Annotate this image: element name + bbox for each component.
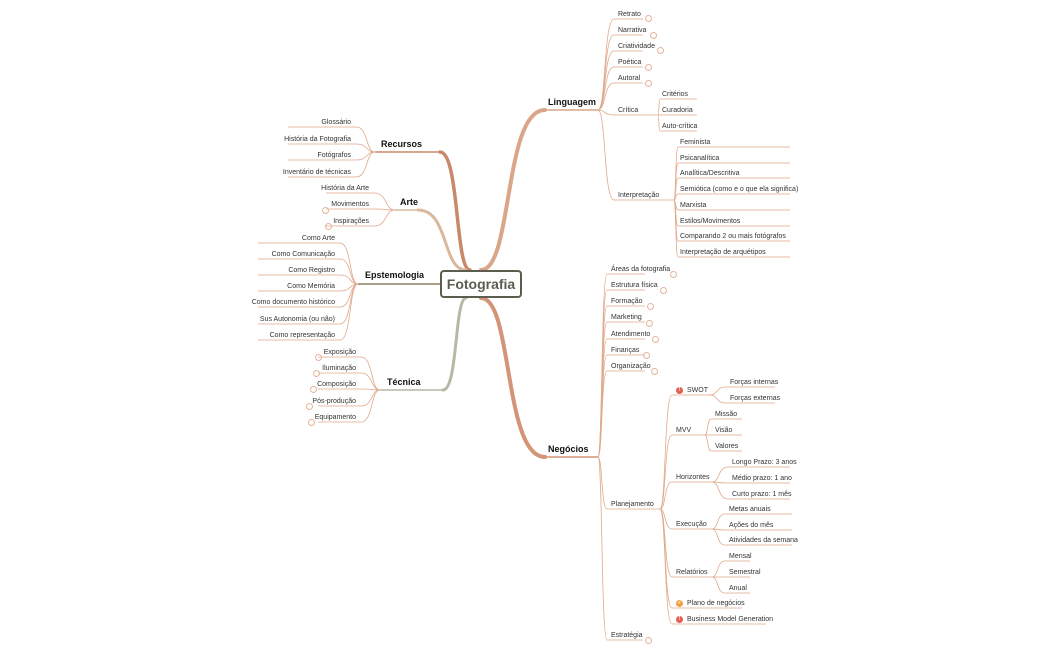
collapsed-counter-icon[interactable]: [322, 207, 329, 214]
node-fotografos[interactable]: Fotógrafos: [317, 152, 351, 159]
node-atividades-semana[interactable]: Atividades da semana: [729, 537, 798, 544]
node-areas[interactable]: Áreas da fotografia: [611, 266, 671, 273]
priority-marker-icon: !: [676, 616, 683, 623]
collapsed-counter-icon[interactable]: [670, 271, 677, 278]
node-historia-arte[interactable]: História da Arte: [321, 185, 369, 192]
node-como-memoria[interactable]: Como Memória: [287, 283, 335, 290]
collapsed-counter-icon[interactable]: [650, 32, 657, 39]
branch-recursos[interactable]: Recursos: [381, 139, 423, 149]
node-curto-prazo[interactable]: Curto prazo: 1 mês: [732, 491, 792, 498]
node-marketing[interactable]: Marketing: [611, 314, 642, 321]
node-movimentos[interactable]: Movimentos: [331, 201, 369, 208]
node-plano-negocios[interactable]: Plano de negócios: [687, 600, 745, 607]
node-longo-prazo[interactable]: Longo Prazo: 3 anos: [732, 459, 797, 466]
node-comparando[interactable]: Comparando 2 ou mais fotógrafos: [680, 233, 786, 240]
node-iluminacao[interactable]: Iluminação: [322, 365, 356, 372]
node-analitica[interactable]: Analítica/Descritiva: [680, 170, 740, 177]
node-exposicao[interactable]: Exposição: [323, 349, 356, 356]
node-inventario[interactable]: Inventário de técnicas: [282, 169, 351, 176]
node-como-representacao[interactable]: Como representação: [269, 332, 335, 339]
node-planejamento[interactable]: Planejamento: [611, 501, 654, 508]
node-como-documento[interactable]: Como documento histórico: [251, 299, 335, 306]
node-estrategia[interactable]: Estratégia: [611, 632, 643, 639]
node-acoes-mes[interactable]: Ações do mês: [729, 522, 774, 529]
node-curadoria[interactable]: Curadoria: [662, 107, 693, 114]
collapsed-counter-icon[interactable]: [315, 354, 322, 361]
node-forcas-internas[interactable]: Forças internas: [730, 379, 779, 386]
branch-epistemologia[interactable]: Epstemologia: [365, 270, 425, 280]
node-marxista[interactable]: Marxista: [680, 202, 707, 209]
collapsed-counter-icon[interactable]: [652, 336, 659, 343]
progress-marker-icon: ✓: [676, 600, 683, 607]
collapsed-counter-icon[interactable]: [310, 386, 317, 393]
node-metas-anuais[interactable]: Metas anuais: [729, 506, 771, 513]
node-execucao[interactable]: Execução: [676, 521, 707, 528]
node-relatorios[interactable]: Relatórios: [676, 569, 708, 576]
node-visao[interactable]: Visão: [715, 427, 733, 434]
branch-tecnica[interactable]: Técnica: [387, 377, 421, 387]
node-criatividade[interactable]: Criatividade: [618, 43, 655, 50]
node-autonomia[interactable]: Sus Autonomia (ou não): [259, 316, 335, 323]
root-topic[interactable]: Fotografia: [440, 270, 522, 298]
node-estilos[interactable]: Estilos/Movimentos: [680, 218, 741, 225]
collapsed-counter-icon[interactable]: [306, 403, 313, 410]
node-poetica[interactable]: Poética: [618, 59, 642, 66]
node-semiotica[interactable]: Semiótica (como e o que ela significa): [680, 186, 799, 193]
node-valores[interactable]: Valores: [715, 443, 739, 450]
node-equipamento[interactable]: Equipamento: [314, 414, 356, 421]
branch-linguagem[interactable]: Linguagem: [548, 97, 597, 107]
node-mensal[interactable]: Mensal: [729, 553, 752, 560]
collapsed-counter-icon[interactable]: [308, 419, 315, 426]
node-pos-producao[interactable]: Pós-produção: [312, 398, 356, 405]
node-narrativa[interactable]: Narrativa: [618, 27, 647, 34]
collapsed-counter-icon[interactable]: [647, 303, 654, 310]
branch-negocios[interactable]: Negócios: [548, 444, 589, 454]
node-financas[interactable]: Finanças: [611, 347, 640, 354]
node-horizontes[interactable]: Horizontes: [676, 474, 710, 481]
node-swot[interactable]: SWOT: [687, 387, 708, 394]
node-formacao[interactable]: Formação: [611, 298, 643, 305]
node-organizacao[interactable]: Organização: [611, 363, 651, 370]
node-glossario[interactable]: Glossário: [321, 119, 351, 126]
collapsed-counter-icon[interactable]: [651, 368, 658, 375]
node-medio-prazo[interactable]: Médio prazo: 1 ano: [732, 475, 792, 482]
node-atendimento[interactable]: Atendimento: [611, 331, 651, 338]
node-retrato[interactable]: Retrato: [618, 11, 641, 18]
collapsed-counter-icon[interactable]: [646, 320, 653, 327]
node-criterios[interactable]: Critérios: [662, 91, 689, 98]
collapsed-counter-icon[interactable]: [645, 64, 652, 71]
node-composicao[interactable]: Composição: [317, 381, 356, 388]
collapsed-counter-icon[interactable]: [645, 80, 652, 87]
collapsed-counter-icon[interactable]: [645, 15, 652, 22]
priority-marker-icon: !: [676, 387, 683, 394]
node-historia-fotografia[interactable]: História da Fotografia: [284, 136, 351, 143]
node-feminista[interactable]: Feminista: [680, 139, 711, 146]
node-estrutura[interactable]: Estrutura física: [611, 282, 658, 289]
collapsed-counter-icon[interactable]: [660, 287, 667, 294]
node-como-arte[interactable]: Como Arte: [301, 235, 335, 242]
node-autoral[interactable]: Autoral: [618, 75, 641, 82]
node-inspiracoes[interactable]: Inspirações: [333, 218, 369, 225]
node-arquetipos[interactable]: Interpretação de arquétipos: [680, 249, 766, 256]
node-semestral[interactable]: Semestral: [729, 569, 761, 576]
node-mvv[interactable]: MVV: [676, 427, 692, 434]
node-como-registro[interactable]: Como Registro: [288, 267, 335, 274]
node-interpretacao[interactable]: Interpretação: [618, 192, 660, 199]
node-forcas-externas[interactable]: Forças externas: [730, 395, 781, 402]
node-como-comunicacao[interactable]: Como Comunicação: [271, 251, 335, 258]
collapsed-counter-icon[interactable]: [657, 47, 664, 54]
node-bmg[interactable]: Business Model Generation: [687, 616, 773, 623]
branch-arte[interactable]: Arte: [400, 197, 419, 207]
node-missao[interactable]: Missão: [715, 411, 738, 418]
node-critica[interactable]: Crítica: [618, 107, 639, 114]
node-psicanalitica[interactable]: Psicanalítica: [680, 155, 720, 162]
collapsed-counter-icon[interactable]: [645, 637, 652, 644]
collapsed-counter-icon[interactable]: [643, 352, 650, 359]
collapsed-counter-icon[interactable]: [325, 223, 332, 230]
node-anual[interactable]: Anual: [729, 585, 747, 592]
collapsed-counter-icon[interactable]: [313, 370, 320, 377]
node-auto-critica[interactable]: Auto-crítica: [662, 123, 698, 130]
